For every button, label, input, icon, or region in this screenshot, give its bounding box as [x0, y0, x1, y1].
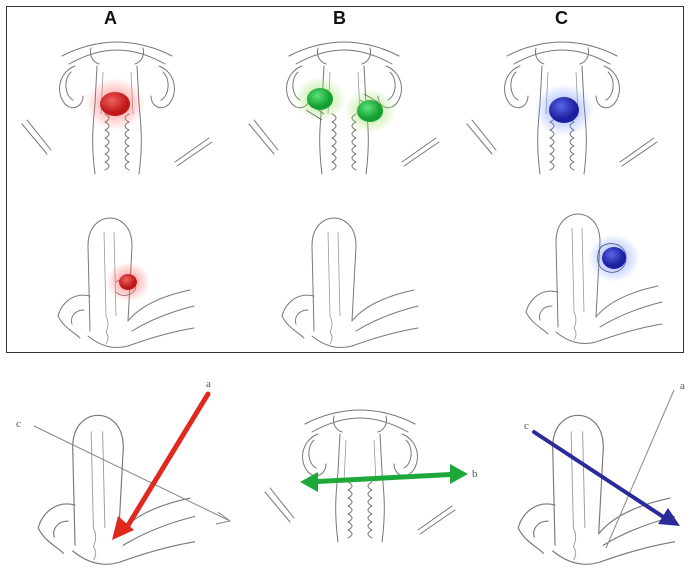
- reference-axis-c: [33, 425, 229, 521]
- blue-marker: [549, 97, 579, 123]
- vector-diagram-red: [33, 391, 232, 565]
- red-vector-start-label: a: [206, 378, 211, 390]
- green-vector-end-label: b: [472, 468, 478, 480]
- red-force-vector: [121, 391, 211, 535]
- frontal-view-a: [21, 41, 213, 175]
- vector-diagram-green: [264, 409, 468, 543]
- lateral-view-a: [57, 217, 195, 349]
- red-marker-lateral: [119, 274, 137, 290]
- vector-diagram-blue: [517, 389, 680, 565]
- comparison-panel-frame: [6, 6, 684, 353]
- blue-vector-arrowhead: [658, 508, 680, 526]
- lateral-view-c: [525, 213, 663, 345]
- green-vector-arrowhead-left: [300, 472, 318, 492]
- blue-vector-start-label: c: [524, 420, 529, 432]
- blue-vector-cross-label: a: [680, 380, 685, 392]
- red-vector-arrowhead: [112, 516, 134, 540]
- frontal-view-c: [466, 41, 658, 175]
- frontal-view-b: [248, 41, 440, 175]
- column-label-c: C: [555, 8, 568, 28]
- green-marker-right: [357, 100, 383, 122]
- green-vector-arrowhead-right: [450, 464, 468, 484]
- red-vector-cross-label: c: [16, 418, 21, 430]
- blue-force-vector: [532, 430, 670, 522]
- reference-axis-a: [605, 389, 675, 549]
- blue-marker-lateral: [602, 247, 626, 269]
- red-marker: [100, 92, 130, 116]
- column-label-b: B: [333, 8, 346, 28]
- green-marker-left: [307, 88, 333, 110]
- column-label-a: A: [104, 8, 117, 28]
- lateral-view-b: [281, 217, 419, 349]
- green-force-vector: [305, 471, 463, 485]
